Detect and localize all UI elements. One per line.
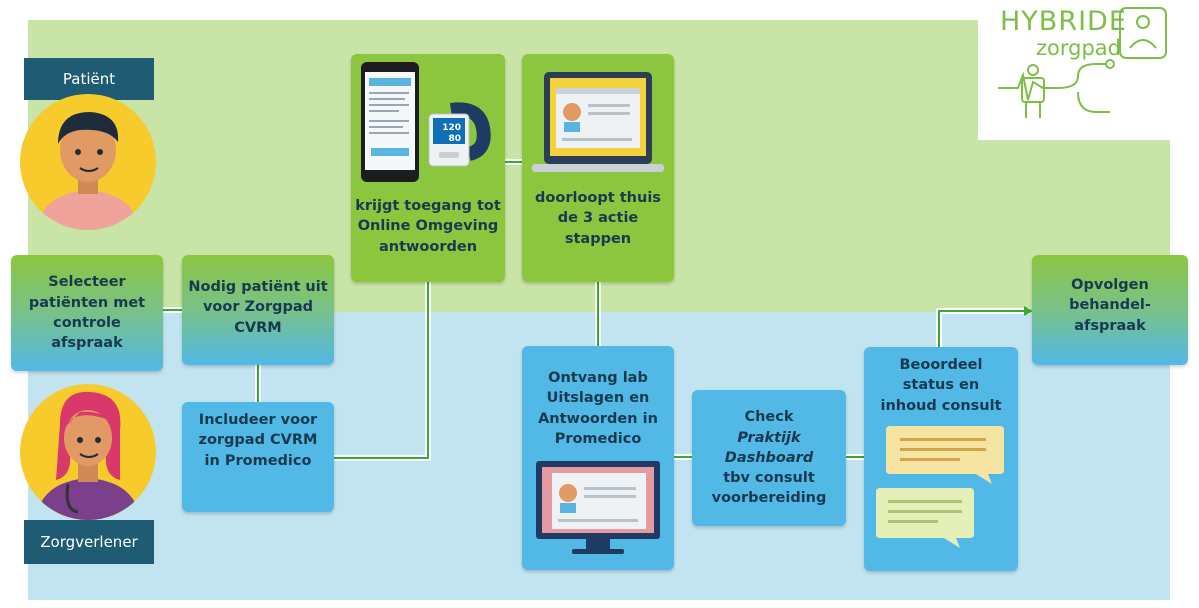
- laptop-illustration: [532, 72, 664, 172]
- select-patients-box: Selecteer patiënten met controle afspraa…: [11, 255, 163, 371]
- bp-sys-value: 120: [442, 123, 461, 133]
- receive-results-box: Ontvang lab Uitslagen en Antwoorden in P…: [522, 346, 674, 570]
- bp-dia-value: 80: [448, 134, 461, 144]
- select-patients-text: Selecteer patiënten met controle afspraa…: [28, 274, 146, 352]
- caregiver-label: Zorgverlener: [24, 520, 154, 564]
- include-patient-box: Includeer voor zorgpad CVRM in Promedico: [182, 402, 334, 512]
- caregiver-avatar: [20, 384, 156, 520]
- check-dashboard-name: Praktijk Dashboard: [724, 429, 814, 466]
- assess-status-box: Beoordeel status en inhoud consult: [864, 347, 1018, 571]
- invite-patient-text: Nodig patiënt uit voor Zorgpad CVRM: [188, 279, 328, 336]
- check-suffix: tbv consult voorbereiding: [711, 470, 827, 507]
- logo-title: HYBRIDE: [1000, 6, 1127, 37]
- assess-status-text: Beoordeel status en inhoud consult: [880, 357, 1002, 414]
- patient-label: Patiënt: [24, 58, 154, 100]
- check-dashboard-box: Check Praktijk Dashboard tbv consult voo…: [692, 390, 846, 526]
- speech-bubbles-illustration: [876, 425, 1004, 548]
- patient-avatar: [20, 94, 156, 230]
- follow-up-box: Opvolgen behandel- afspraak: [1032, 255, 1188, 365]
- receive-results-text: Ontvang lab Uitslagen en Antwoorden in P…: [538, 370, 658, 447]
- include-patient-text: Includeer voor zorgpad CVRM in Promedico: [198, 412, 318, 469]
- monitor-illustration: [536, 461, 660, 555]
- check-prefix: Check: [744, 409, 794, 426]
- online-access-box: 120 80 krijgt toegang tot Online Omgevin…: [351, 54, 505, 282]
- check-dashboard-text: Check Praktijk Dashboard tbv consult voo…: [712, 387, 827, 529]
- home-steps-box: doorloopt thuis de 3 actie stappen: [522, 54, 674, 282]
- follow-up-text: Opvolgen behandel- afspraak: [1069, 277, 1151, 334]
- logo-subtitle: zorgpad: [1036, 36, 1121, 60]
- online-access-text: krijgt toegang tot Online Omgeving antwo…: [355, 198, 501, 255]
- phone-bp-monitor-illustration: 120 80: [361, 62, 491, 182]
- home-steps-text: doorloopt thuis de 3 actie stappen: [535, 190, 661, 247]
- logo-graphic: [998, 7, 1167, 118]
- logo-area: HYBRIDE zorgpad: [978, 0, 1199, 140]
- invite-patient-box: Nodig patiënt uit voor Zorgpad CVRM: [182, 255, 334, 365]
